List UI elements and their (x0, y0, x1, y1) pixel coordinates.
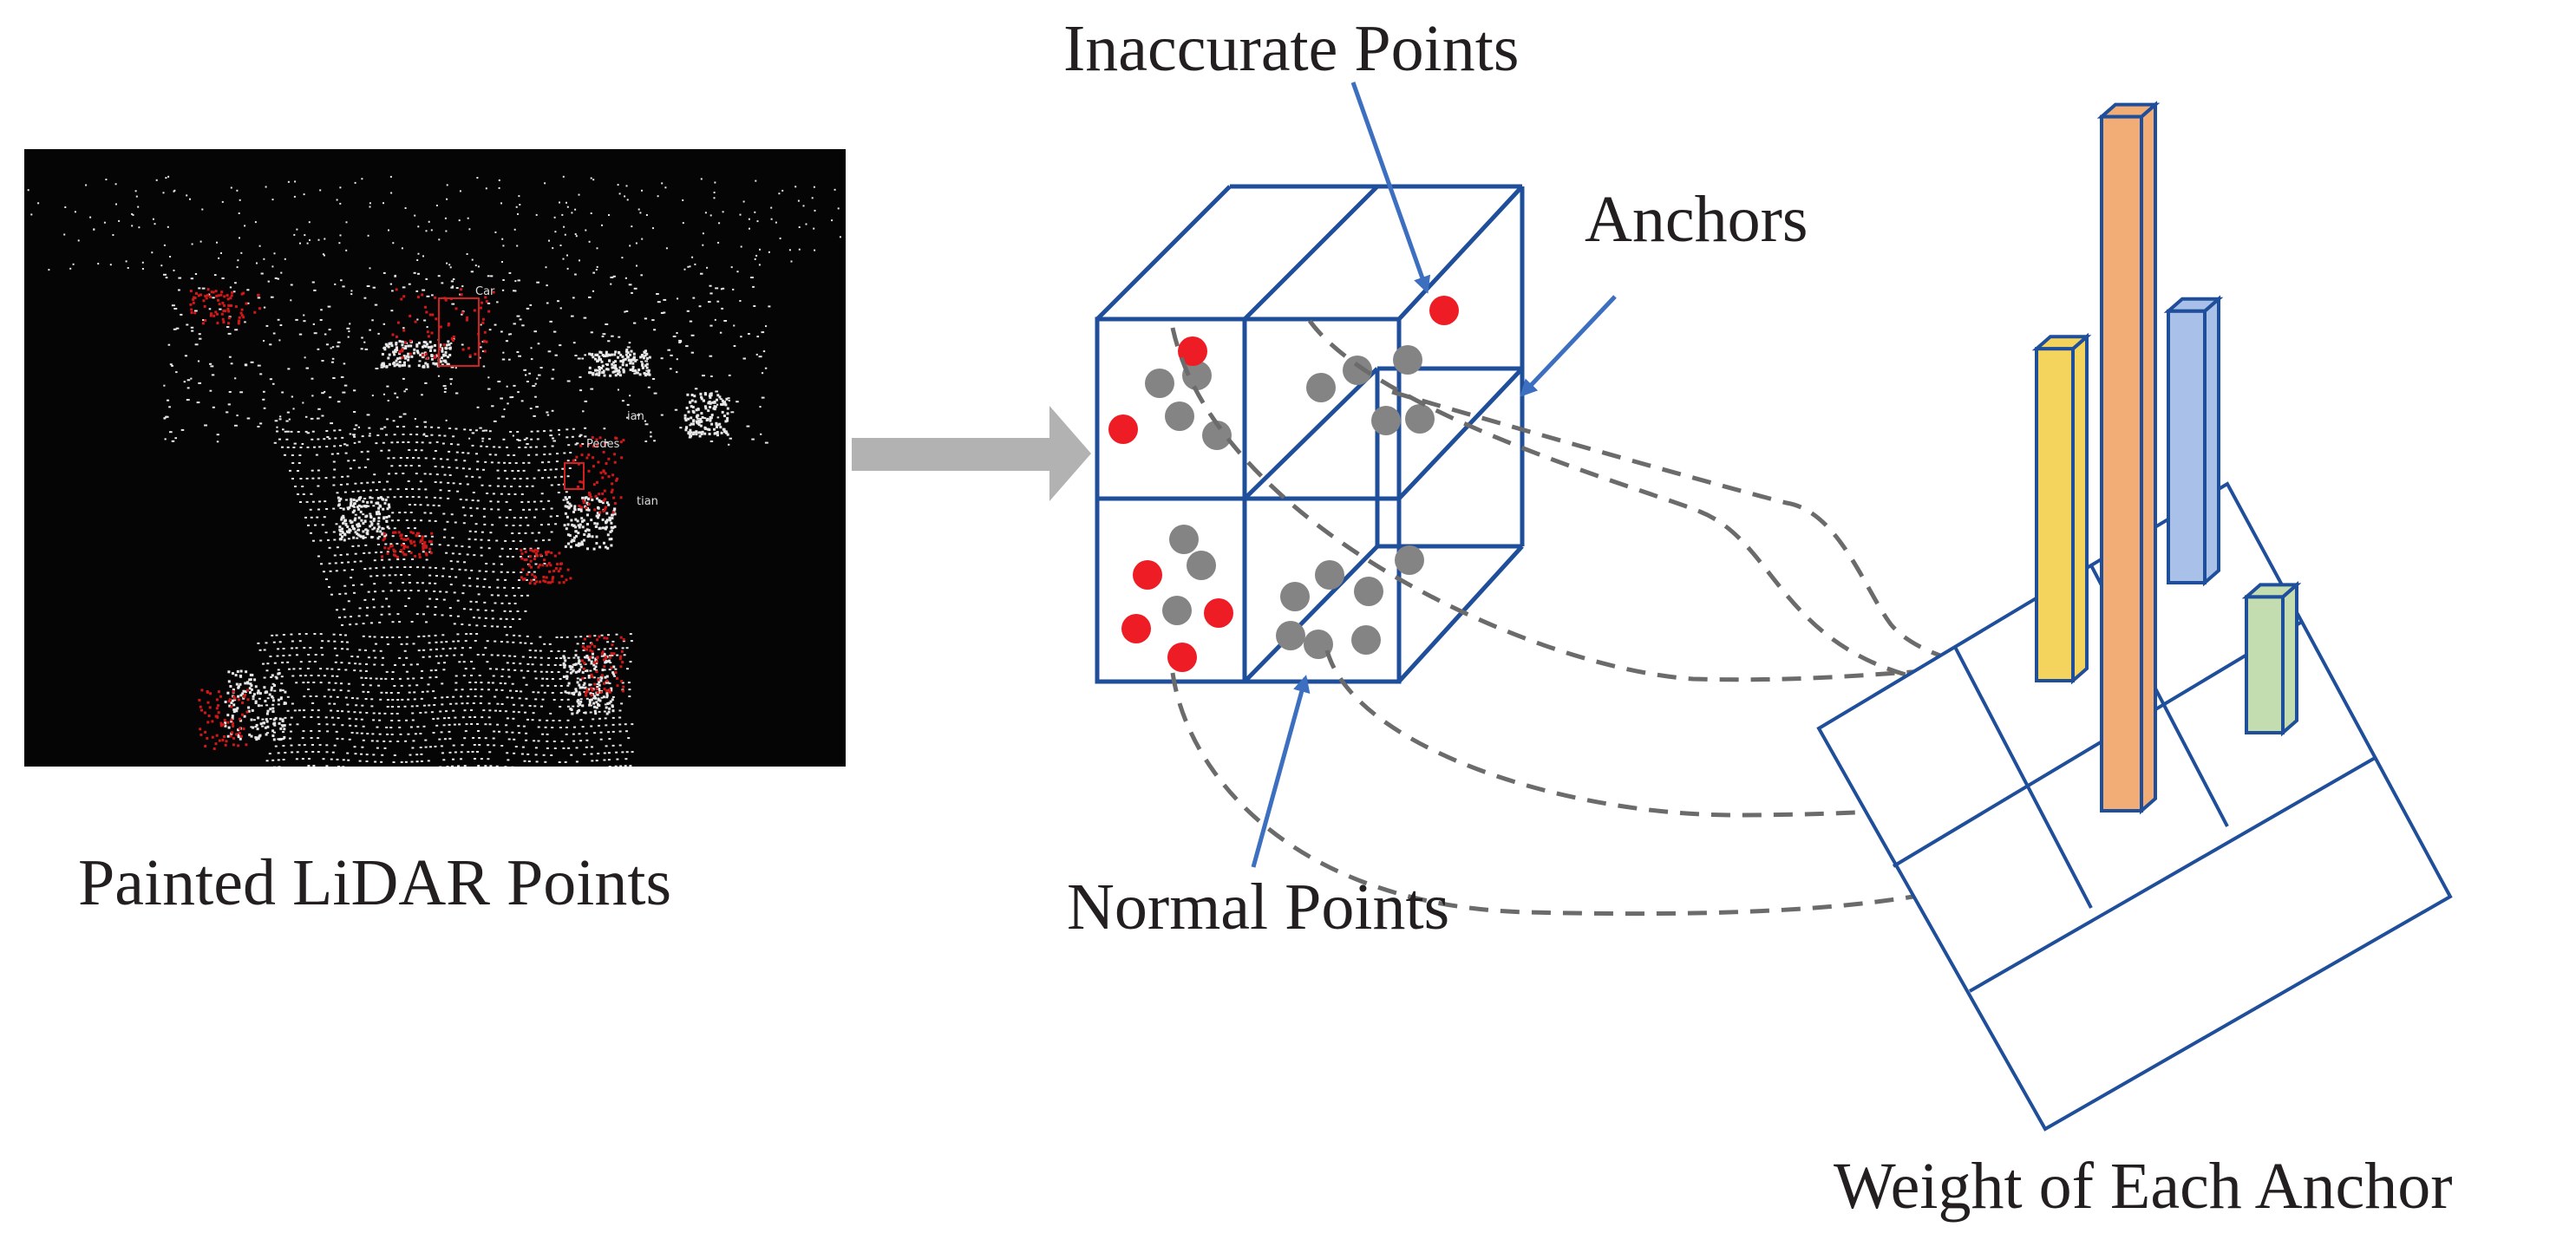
lidar-points-red (189, 288, 625, 750)
lidar-points-white (27, 175, 841, 767)
normal-points-label: Normal Points (1067, 871, 1450, 943)
dashed-connection (1307, 319, 2070, 697)
pedestrian-tag-2: ian (627, 410, 644, 423)
weight-bars (2031, 101, 2302, 815)
callout-arrows (1251, 82, 1617, 868)
normal-points (1145, 345, 1435, 659)
pedestrian-bounding-box (564, 462, 585, 490)
weight-bar-blue (2163, 295, 2224, 587)
inaccurate-points-arrow (1350, 82, 1431, 294)
weight-bar-orange (2096, 101, 2161, 815)
weight-bar-yellow (2031, 332, 2092, 685)
anchors-arrow (1520, 295, 1617, 397)
lidar-point-cloud: Car Pedes ian tian (27, 175, 841, 767)
weight-label: Weight of Each Anchor (1834, 1150, 2453, 1223)
anchors-label: Anchors (1585, 183, 1808, 256)
anchor-cubes (1095, 184, 1525, 684)
inaccurate-points (1108, 296, 1459, 672)
normal-points-arrow (1251, 675, 1311, 868)
inaccurate-points-label: Inaccurate Points (1063, 12, 1520, 85)
painted-lidar-label: Painted LiDAR Points (78, 846, 672, 919)
car-tag: Car (475, 285, 495, 298)
pedestrian-tag-3: tian (637, 495, 658, 508)
pedestrian-tag-1: Pedes (586, 438, 620, 451)
weight-bar-green (2241, 580, 2302, 737)
painted-lidar-scene: Car Pedes ian tian (24, 149, 846, 767)
flow-arrow (852, 406, 1091, 501)
car-bounding-box (438, 297, 480, 367)
